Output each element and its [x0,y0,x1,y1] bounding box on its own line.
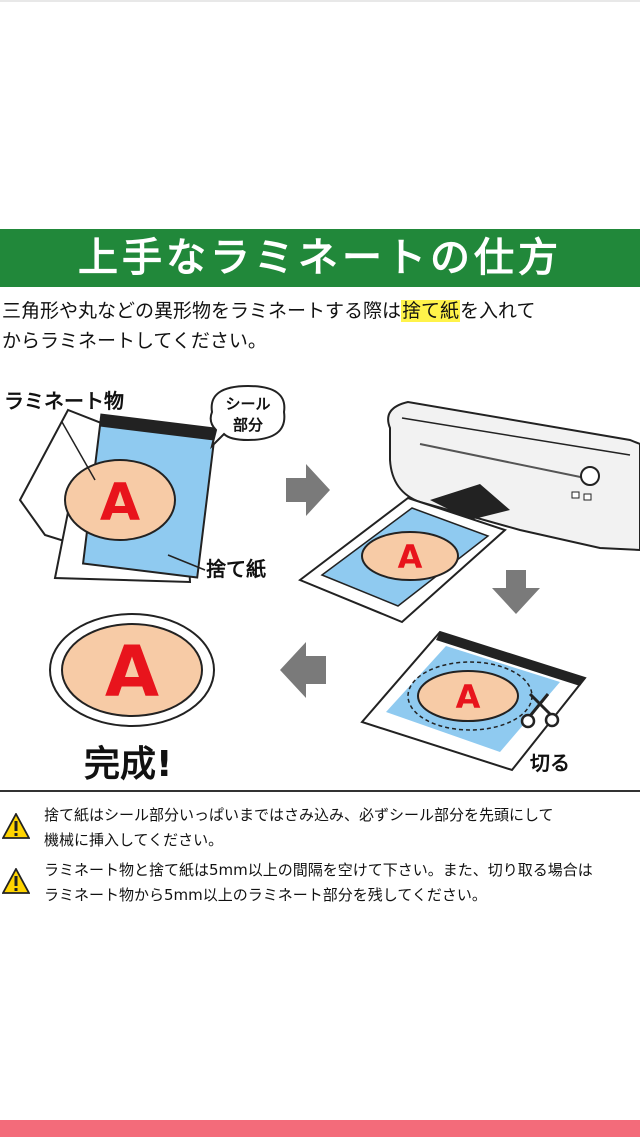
indicator-light [571,491,580,499]
warning-2: ラミネート物と捨て紙は5mm以上の間隔を空けて下さい。また、切り取る場合は ラミ… [0,858,640,918]
pointer-line [167,554,206,571]
letter-a-3: A [456,678,481,716]
letter-a-final: A [105,631,159,713]
oval-item [361,531,459,581]
warning-2-line-2: ラミネート物から5mm以上のラミネート部分を残してください。 [44,886,487,904]
intro-highlight: 捨て紙 [401,300,461,322]
seal-label-1: シール [225,395,270,413]
step-4-group: A 完成! [49,613,215,785]
letter-a-1: A [100,473,140,533]
complete-label: 完成! [84,744,172,785]
warning-1-line-2: 機械に挿入してください。 [44,831,224,849]
waste-paper-label: 捨て紙 [206,557,266,581]
oval-item [64,459,176,541]
warning-1-text: 捨て紙はシール部分いっぱいまではさみ込み、必ずシール部分を先頭にして 機械に挿入… [44,803,640,853]
warning-2-line-1: ラミネート物と捨て紙は5mm以上の間隔を空けて下さい。また、切り取る場合は [44,861,593,879]
step-3-group: A 切る [360,630,587,775]
laminator-body [387,400,640,552]
arrow-left-icon [280,642,326,698]
seal-speech-bubble [209,384,286,450]
top-border [0,0,640,2]
title-banner: 上手なラミネートの仕方 [0,229,640,287]
laminating-illustration: A シール 部分 ラミネート物 捨て紙 A A [4,384,640,785]
scissors-icon [520,692,560,729]
cut-label: 切る [530,751,570,775]
intro-text: 三角形や丸などの異形物をラミネートする際は捨て紙を入れて からラミネートしてくだ… [2,296,638,356]
feed-arrow-icon [430,484,510,520]
bottom-bar [0,1120,640,1137]
intro-line-1-before: 三角形や丸などの異形物をラミネートする際は [2,300,402,322]
warning-1: 捨て紙はシール部分いっぱいまではさみ込み、必ずシール部分を先頭にして 機械に挿入… [0,803,640,863]
step-2-group: A [298,496,507,624]
seal-strip [99,414,216,441]
letter-a-2: A [398,538,423,576]
pointer-line [61,421,96,481]
laminator-machine [387,400,640,552]
warning-icon [2,813,30,839]
intro-line-1: 三角形や丸などの異形物をラミネートする際は捨て紙を入れて [2,296,638,326]
intro-line-2: からラミネートしてください。 [2,330,267,352]
warning-1-line-1: 捨て紙はシール部分いっぱいまではさみ込み、必ずシール部分を先頭にして [44,806,554,824]
step-1-group: A シール 部分 ラミネート物 捨て紙 [4,384,286,584]
laminator-slot [419,443,596,481]
intro-line-1-after: を入れて [460,300,536,322]
laminator-edge [401,417,631,456]
page-title: 上手なラミネートの仕方 [78,235,562,281]
laminate-item-label: ラミネート物 [4,389,124,413]
arrow-right-icon [286,464,330,516]
arrow-down-icon [492,570,540,614]
warning-icon [2,868,30,894]
indicator-light [583,493,592,501]
finished-oval [61,623,203,717]
warning-2-text: ラミネート物と捨て紙は5mm以上の間隔を空けて下さい。また、切り取る場合は ラミ… [44,858,640,908]
seal-strip [436,632,585,686]
dial-icon [580,466,600,486]
seal-label-2: 部分 [233,416,263,434]
section-divider [0,790,640,792]
oval-item [417,670,519,722]
